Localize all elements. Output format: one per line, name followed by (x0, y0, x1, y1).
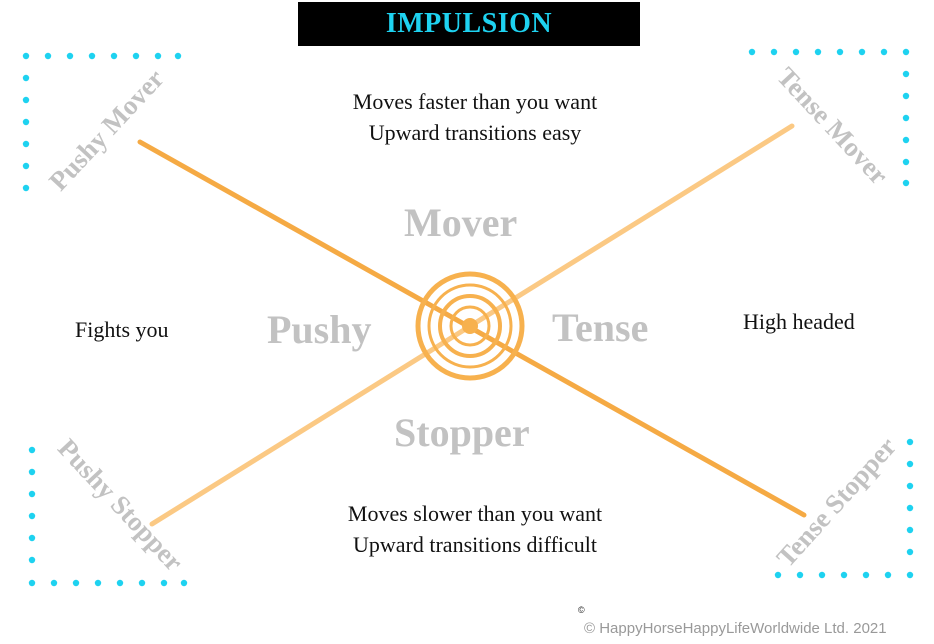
footer-copyright: © HappyHorseHappyLifeWorldwide Ltd. 2021 (584, 620, 887, 637)
center-label-pushy: Pushy (267, 307, 372, 352)
corner-label-top-left: Pushy Mover (43, 63, 170, 196)
top-description-line-1: Moves faster than you want (352, 89, 598, 114)
copyright-mark: © (578, 605, 585, 615)
left-description: Fights you (75, 317, 169, 342)
corner-dots-bottom-right (774, 438, 914, 579)
bottom-description-line-2: Upward transitions difficult (353, 532, 597, 557)
bottom-description-line-1: Moves slower than you want (347, 501, 603, 526)
bottom-description: Moves slower than you want Upward transi… (312, 498, 638, 560)
center-label-stopper: Stopper (394, 410, 530, 455)
center-label-tense: Tense (552, 305, 649, 350)
corner-dots-top-right (748, 48, 910, 187)
top-description: Moves faster than you want Upward transi… (318, 86, 632, 148)
right-description: High headed (743, 309, 855, 334)
target-icon (415, 271, 525, 381)
corner-dots-bottom-left (28, 446, 188, 587)
center-label-mover: Mover (404, 200, 518, 245)
corner-label-bottom-right: Tense Stopper (771, 431, 903, 572)
page-title: IMPULSION (385, 8, 553, 39)
corner-label-bottom-left: Pushy Stopper (52, 433, 189, 577)
title-bar: IMPULSION (298, 2, 640, 46)
corner-dots-top-left (22, 52, 182, 192)
top-description-line-2: Upward transitions easy (368, 120, 582, 145)
